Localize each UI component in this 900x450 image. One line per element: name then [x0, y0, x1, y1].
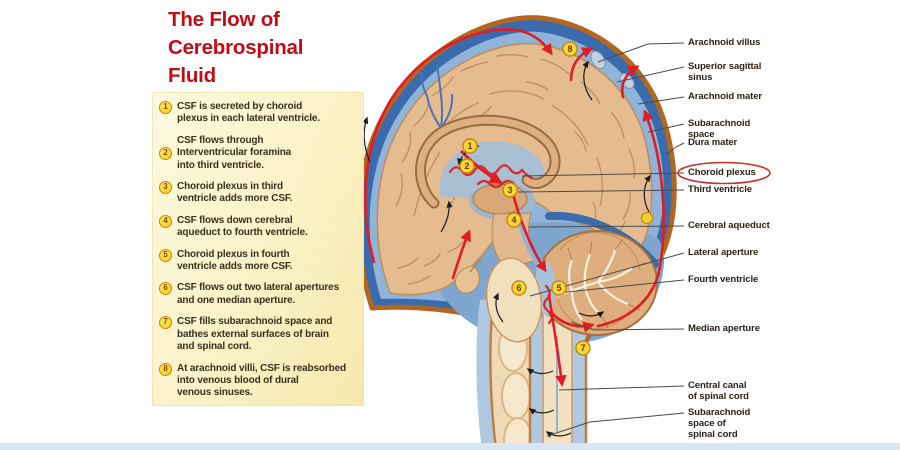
leader-line-cerebral-aqueduct [528, 225, 685, 228]
spinal-cord [528, 307, 601, 450]
step-item-2: 2 CSF flows through Interventricular fora… [159, 135, 356, 172]
step-number-badge: 1 [159, 101, 172, 114]
arbor-vitae [557, 249, 633, 321]
flow-markers: 1 2 3 4 5 6 7 8 [459, 41, 591, 356]
leader-line-arachnoid-villus [597, 42, 685, 63]
leader-line-median-aperture [570, 321, 685, 331]
step-number-badge: 5 [159, 248, 172, 262]
step-number-badge: 3 [159, 181, 172, 195]
step-item-7: 7 CSF fills subarachnoid space and bathes… [159, 316, 356, 353]
anatomy-label-choroid-plexus: Choroid plexus [688, 167, 756, 178]
flow-marker-5 [551, 280, 567, 296]
step-number-badge: 8 [159, 362, 172, 376]
flow-dot [640, 211, 654, 225]
step-text: CSF is secreted by choroid plexus in eac… [177, 101, 320, 125]
anatomy-label-subarachnoid-space-of-spinal-cord: Subarachnoid space of spinal cord [688, 407, 751, 440]
anatomy-label-third-ventricle: Third ventricle [688, 184, 752, 195]
flow-marker-8 [562, 41, 578, 57]
flow-marker-number: 5 [556, 283, 561, 293]
bottom-strip [0, 443, 900, 450]
anatomy-label-median-aperture: Median aperture [688, 323, 760, 334]
anatomy-label-subarachnoid-space: Subarachnoid space [688, 118, 751, 140]
pituitary [455, 265, 480, 294]
step-text: CSF fills subarachnoid space and bathes … [177, 316, 333, 353]
anatomy-label-lateral-aperture: Lateral aperture [688, 247, 759, 258]
flow-marker-number: 8 [567, 44, 572, 54]
leader-line-superior-sagittal-sinus [616, 66, 685, 83]
flow-marker-1 [462, 138, 478, 154]
step-number-badge: 2 [159, 146, 172, 160]
anatomy-label-superior-sagittal-sinus: Superior sagittal sinus [688, 61, 762, 83]
step-item-8: 8 At arachnoid villi, CSF is reabsorbed i… [159, 362, 356, 400]
flow-marker-3 [502, 182, 518, 198]
pons [485, 257, 543, 343]
leader-line-dura-mater [665, 142, 685, 156]
step-item-5: 5 Choroid plexus in fourth ventricle adds… [159, 248, 356, 274]
step-number-badge: 6 [159, 282, 172, 296]
leader-line-central-canal-of-spinal-cord [558, 385, 685, 391]
csf-flow-arrows [364, 28, 665, 387]
step-item-6: 6 CSF flows out two lateral apertures and… [159, 282, 356, 307]
flow-marker-7 [575, 340, 591, 356]
flow-marker-number: 4 [511, 215, 516, 225]
flow-marker-number: 3 [507, 185, 512, 195]
step-text: CSF flows down cerebral aqueduct to four… [177, 214, 308, 239]
choroid-plexus-highlight-ellipse [677, 161, 771, 185]
step-text: CSF flows out two lateral apertures and … [177, 282, 340, 306]
leader-line-third-ventricle [517, 189, 685, 193]
flow-marker-number: 2 [464, 161, 469, 171]
flow-marker-number: 6 [516, 283, 521, 293]
step-number-badge: 7 [159, 316, 172, 330]
step-number-badge: 4 [159, 214, 172, 228]
flow-marker-4 [506, 212, 522, 228]
anatomy-label-central-canal-of-spinal-cord: Central canal of spinal cord [688, 380, 749, 402]
step-text: CSF flows through Interventricular foram… [177, 134, 292, 171]
leader-line-arachnoid-mater [637, 96, 685, 105]
anatomy-label-arachnoid-villus: Arachnoid villus [688, 37, 761, 48]
anatomy-label-dura-mater: Dura mater [688, 137, 738, 148]
step-text: At arachnoid villi, CSF is reabsorbed in… [177, 362, 346, 399]
anatomy-label-fourth-ventricle: Fourth ventricle [688, 274, 759, 285]
leader-line-subarachnoid-space-of-spinal-cord [546, 412, 685, 437]
flow-marker-6 [511, 280, 527, 296]
leader-line-choroid-plexus [521, 172, 685, 177]
step-text: Choroid plexus in fourth ventricle adds … [177, 248, 293, 273]
step-item-1: 1 CSF is secreted by choroid plexus in ea… [159, 101, 356, 126]
steps-panel: 1 CSF is secreted by choroid plexus in ea… [152, 92, 364, 406]
flow-marker-2 [459, 158, 475, 174]
flow-marker-number: 7 [580, 343, 585, 353]
arachnoid-villi [590, 50, 635, 89]
leader-line-fourth-ventricle [556, 279, 685, 294]
step-item-4: 4 CSF flows down cerebral aqueduct to fou… [159, 214, 356, 240]
gyri-lines [395, 54, 636, 285]
leader-line-subarachnoid-space [647, 123, 685, 133]
flow-marker-number: 1 [467, 141, 472, 151]
anatomy-label-arachnoid-mater: Arachnoid mater [688, 91, 762, 102]
page-title: The Flow of Cerebrospinal Fluid [168, 8, 304, 87]
corpus-callosum [415, 114, 561, 209]
step-text: Choroid plexus in third ventricle adds m… [177, 181, 293, 205]
step-item-3: 3 Choroid plexus in third ventricle adds … [159, 181, 356, 206]
anatomy-label-cerebral-aqueduct: Cerebral aqueduct [688, 220, 770, 231]
